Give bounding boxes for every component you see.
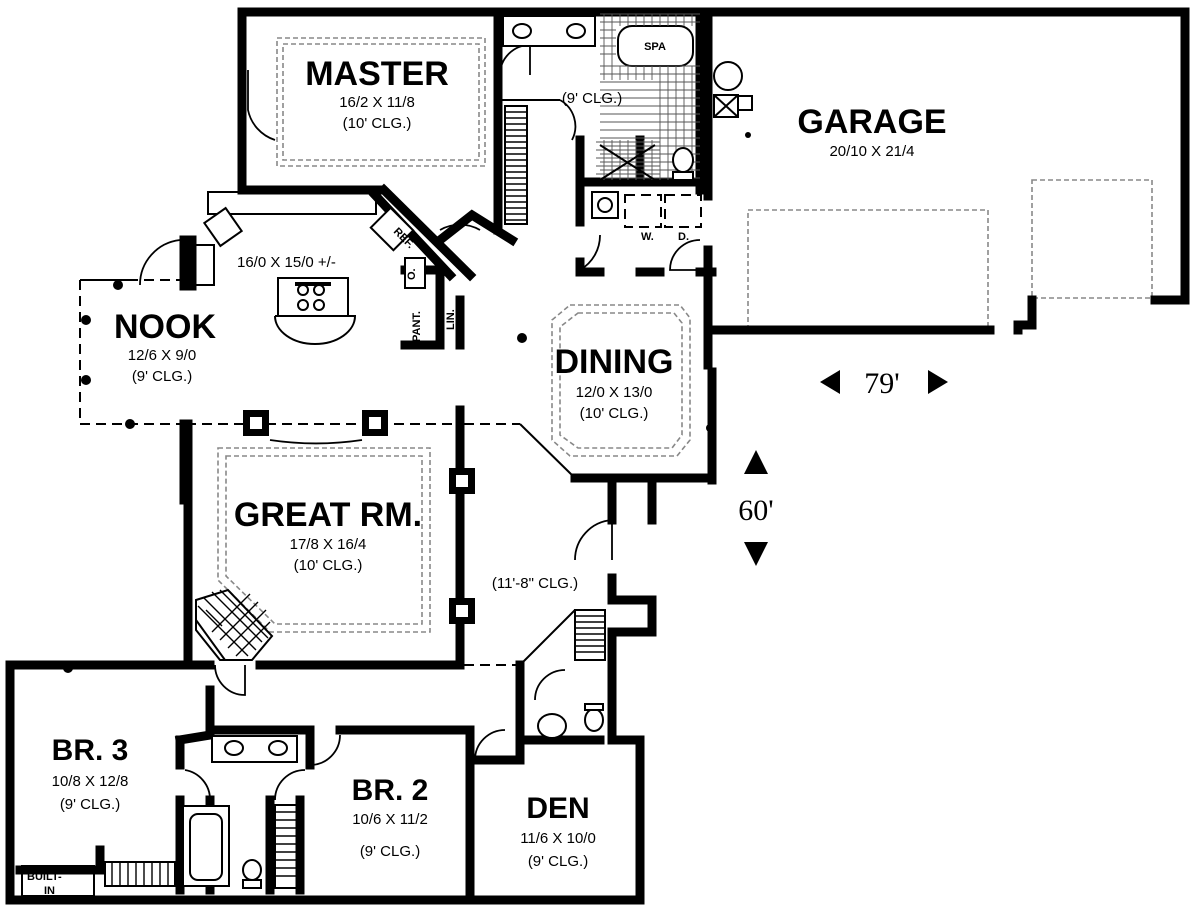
oven-label: O. [406,268,418,280]
pantry-label: PANT. [411,311,423,342]
washer-label: W. [641,231,654,243]
nook-dims: 12/6 X 9/0 [128,347,196,364]
linen-label: LIN. [445,309,457,330]
great-room-name: GREAT RM. [234,496,422,534]
dining-name: DINING [555,343,674,381]
coat-closet [574,609,606,661]
dryer-label: D. [678,231,689,243]
overall-width: 79' [864,367,899,400]
dining-dims: 12/0 X 13/0 [576,384,653,401]
bedroom-closets [21,804,300,897]
br2-name: BR. 2 [352,774,429,807]
spa-label: SPA [644,41,666,53]
great-room-ceiling: (10' CLG.) [294,557,363,574]
arrow-down-icon [744,542,768,566]
garage-dims: 20/10 X 21/4 [829,143,914,160]
doors [139,44,701,801]
dining-ceiling: (10' CLG.) [580,405,649,422]
master-ceiling: (10' CLG.) [343,115,412,132]
br3-ceiling: (9' CLG.) [60,796,120,813]
fixtures [21,13,753,897]
nook-name: NOOK [114,308,216,346]
room-labels: MASTER 16/2 X 11/8 (10' CLG.) SPA (9' CL… [27,41,947,897]
arrow-left-icon [820,370,840,394]
entry-ceiling: (11'-8" CLG.) [492,575,578,592]
tile-grid [596,13,700,181]
great-room-dims: 17/8 X 16/4 [290,536,367,553]
built-in-label-1: BUILT- [27,871,62,883]
br2-dims: 10/6 X 11/2 [352,811,428,828]
overall-dimensions: 79' 60' [738,367,948,566]
den-ceiling: (9' CLG.) [528,853,588,870]
ceiling-outlines [217,37,1153,633]
fireplace [195,588,274,661]
den-name: DEN [526,792,589,825]
kitchen-dims: 16/0 X 15/0 +/- [237,254,336,271]
columns [63,280,714,673]
garage-name: GARAGE [797,103,946,141]
br3-name: BR. 3 [52,734,129,767]
master-name: MASTER [305,55,449,93]
closet-shelving [504,105,528,225]
master-dims: 16/2 X 11/8 [339,94,415,111]
built-in-label-2: IN [44,885,55,897]
nook-ceiling: (9' CLG.) [132,368,192,385]
br2-ceiling: (9' CLG.) [360,843,420,860]
master-bath-ceiling: (9' CLG.) [562,90,622,107]
arrow-up-icon [744,450,768,474]
den-dims: 11/6 X 10/0 [520,830,596,847]
overall-depth: 60' [738,494,773,527]
arrow-right-icon [928,370,948,394]
br3-dims: 10/8 X 12/8 [52,773,129,790]
